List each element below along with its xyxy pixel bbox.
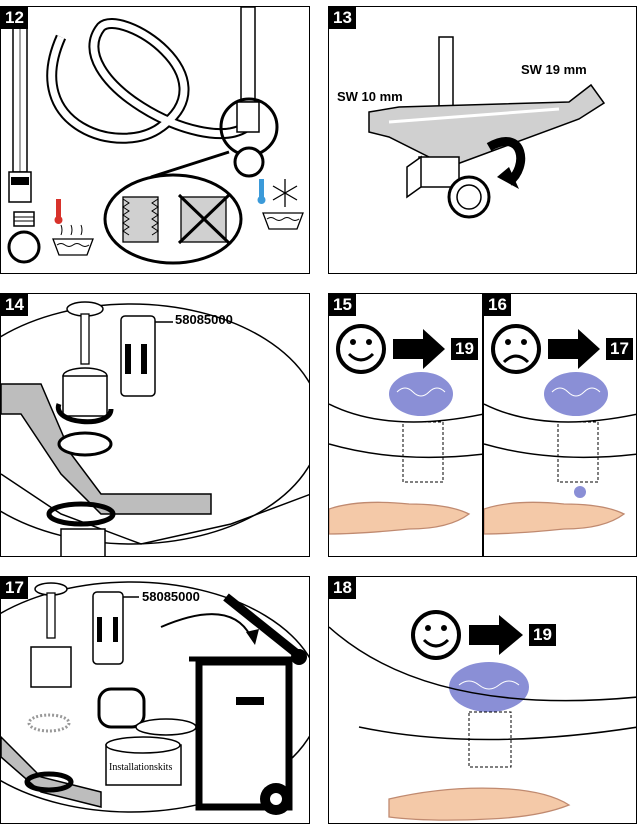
sad-face-icon [491, 324, 541, 374]
rotation-arrow-icon [486, 137, 526, 186]
step-number: 13 [329, 7, 356, 29]
basin [1, 581, 309, 813]
step-15-illustration [329, 324, 482, 535]
water-pool [449, 662, 529, 712]
step-17-panel: 17 58085000 Installationskits [0, 576, 310, 824]
step-number: 17 [1, 577, 28, 599]
water-pool [544, 372, 608, 416]
step-number: 16 [484, 294, 511, 316]
installation-kit-label: Installationskits [109, 762, 173, 773]
gasket [27, 713, 71, 733]
drain-body [62, 375, 108, 417]
step-18-panel: 18 19 [328, 576, 637, 824]
step-13-panel: 13 SW 10 mm SW 19 mm [328, 6, 637, 274]
drain-outline [402, 421, 444, 483]
step-14-illustration [1, 301, 309, 556]
waste-bin-icon [195, 658, 293, 811]
step-16-illustration [484, 324, 636, 535]
washer [97, 687, 146, 729]
step-14-panel: 14 58085000 [0, 293, 310, 557]
step-12-panel: 12 [0, 6, 310, 274]
part-number: 58085000 [175, 312, 233, 327]
thermometer-hot-icon [56, 199, 61, 217]
wrench-size-large: SW 19 mm [521, 62, 587, 77]
step-number: 15 [329, 294, 356, 316]
install-tool [92, 591, 124, 665]
water-drop-icon [574, 486, 586, 498]
arrow-right-icon [469, 615, 523, 655]
thermometer-cold-icon [259, 179, 264, 197]
basin-section [1, 383, 212, 515]
angle-valve [418, 156, 460, 188]
happy-face-icon [336, 324, 386, 374]
nut-icon [233, 146, 265, 178]
left-connector [8, 171, 32, 203]
part-number: 58085000 [142, 589, 200, 604]
step-12-illustration [7, 7, 304, 265]
next-step-number: 17 [606, 338, 633, 360]
step-18-illustration [329, 610, 636, 821]
right-hose [240, 7, 256, 103]
wrench-size-small: SW 10 mm [337, 89, 403, 104]
happy-face-icon [411, 610, 461, 660]
wrench [368, 83, 606, 168]
step-number: 14 [1, 294, 28, 316]
arrow-to-bin-icon [160, 613, 252, 638]
washer [57, 431, 113, 457]
step-16-panel: 16 17 [483, 293, 637, 557]
basin [1, 303, 309, 545]
arrow-right-icon [393, 329, 445, 369]
water-pool [389, 372, 453, 416]
hand-icon [484, 501, 626, 535]
rotate-arrow-icon [55, 403, 114, 425]
drain-outline [468, 711, 512, 768]
next-step-number: 19 [529, 624, 556, 646]
drain-outline [557, 421, 599, 483]
step-13-illustration [368, 36, 606, 219]
step-number: 12 [1, 7, 28, 29]
seal-ring [24, 771, 74, 793]
step-15-panel: 15 19 [328, 293, 483, 557]
hand-icon [329, 501, 471, 535]
arrow-right-icon [548, 329, 600, 369]
hand-icon [388, 787, 571, 821]
step-17-illustration [1, 581, 309, 815]
drain-body [30, 646, 72, 688]
step-number: 18 [329, 577, 356, 599]
install-tool [120, 315, 156, 397]
water-bowl-icon [262, 212, 304, 230]
nut-icon [7, 230, 41, 264]
snowflake-icon [272, 179, 298, 207]
water-bowl-icon [52, 238, 94, 256]
next-step-number: 19 [451, 338, 478, 360]
seal-ring [46, 501, 116, 527]
